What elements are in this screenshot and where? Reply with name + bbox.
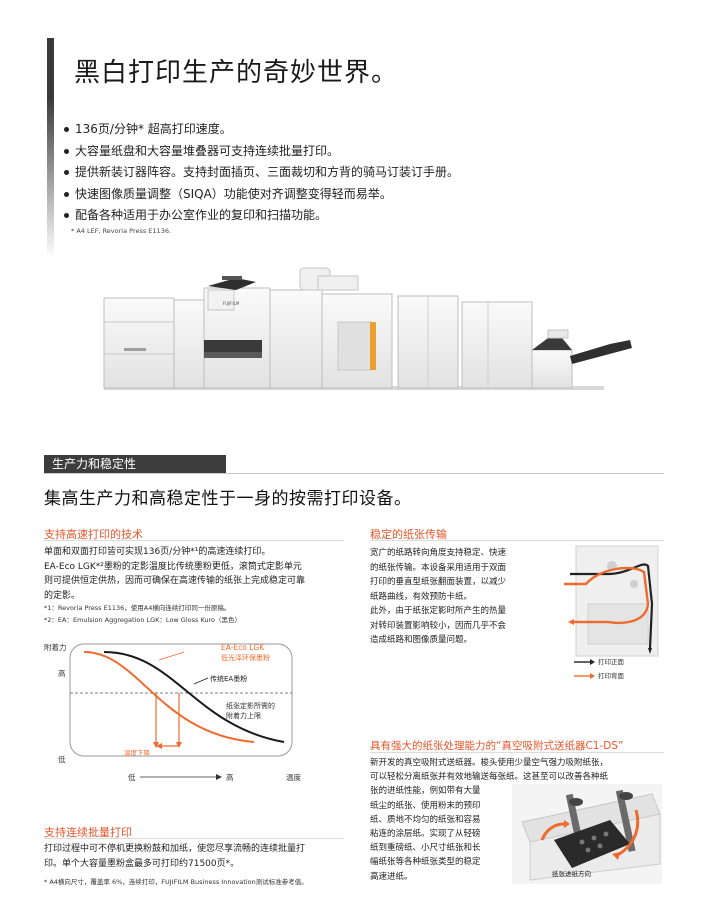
accent-bar [47, 38, 54, 98]
traditional-toner-curve [103, 651, 285, 743]
x-axis-label: 温度 [286, 772, 301, 782]
hero-footnote: * A4 LEF, Revoria Press E1136. [71, 227, 172, 235]
paper-divider [370, 540, 664, 541]
eco-name-label: EA-Eco LGK [221, 643, 265, 652]
section-headline: 集高生产力和高稳定性于一身的按需打印设备。 [44, 489, 412, 509]
legend-front-label: 打印正面 [598, 657, 625, 666]
back-print-path [564, 566, 650, 625]
tech-paragraph: 单面和双面打印皆可实现136页/分钟*¹的高速连续打印。 EA-Eco LGK*… [44, 547, 306, 601]
brand-label: FUJIFILM [223, 301, 240, 306]
feeder-heading: 具有强大的纸张处理能力的“真空吸附式送纸器C1-DS” [370, 740, 624, 752]
section-header-bar [44, 455, 226, 473]
legend-back-label: 打印背面 [598, 671, 625, 680]
batch-note: * A4横向尺寸，覆盖率 6%，连续打印，FUJIFILM Business I… [44, 878, 308, 886]
feature-item: 快速图像质量调整（SIQA）功能使对齐调整变得轻而易举。 [64, 184, 664, 206]
feature-item: 大容量纸盘和大容量堆叠器可支持连续批量打印。 [64, 141, 664, 163]
tech-notes: *1：Revoria Press E1136，使用A4横向连续打印同一份原稿。 … [44, 604, 242, 624]
batch-paragraph: 打印过程中可不停机更换粉鼓和加纸，使您尽享流畅的连续批量打 印。单个大容量墨粉盒… [44, 844, 306, 869]
bullet-icon [64, 213, 69, 218]
bullet-icon [64, 148, 69, 154]
vacuum-feeder-diagram: 纸张进纸方向 [512, 784, 662, 884]
printer-illustration: FUJIFILM [103, 267, 632, 390]
feeder-paragraph: 新开发的真空吸附式送纸器。梭头使用少量空气强力吸附纸张， 可以轻松分离纸张并有效… [370, 758, 609, 882]
section-label: 生产力和稳定性 [52, 457, 137, 471]
feed-direction-caption: 纸张进纸方向 [552, 869, 591, 878]
tech-divider [44, 540, 344, 541]
bullet-icon [64, 170, 69, 175]
chart-frame [69, 643, 293, 757]
limit-label-1: 纸张定影所需的 [226, 701, 275, 710]
drop-label: 温度下降 [124, 748, 151, 757]
paper-paragraph: 宽广的纸路转向角度支持稳定、快速 的纸张传输。本设备采用适用于双面 打印的垂直型… [370, 548, 507, 645]
feature-item: 提供新装订器阵容。支持封面插页、三面裁切和方背的骑马订装订手册。 [64, 162, 664, 184]
feature-item: 136页/分钟* 超高打印速度。 [64, 119, 664, 141]
batch-divider [44, 838, 344, 839]
tech-heading: 支持高速打印的技术 [44, 528, 143, 541]
airflow-arrow-right [615, 809, 640, 858]
feature-list: 136页/分钟* 超高打印速度。 大容量纸盘和大容量堆叠器可支持连续批量打印。 … [64, 119, 664, 227]
section-divider [44, 473, 664, 474]
feeder-divider [370, 752, 664, 753]
y-low-label: 低 [58, 754, 66, 764]
page-title: 黑白打印生产的奇妙世界。 [74, 58, 399, 88]
x-low-label: 低 [128, 772, 136, 782]
y-high-label: 高 [58, 668, 66, 678]
limit-label-2: 附着力上限 [226, 711, 261, 720]
vacuum-shuttle [554, 820, 630, 868]
feature-item: 配备各种适用于办公室作业的复印和扫描功能。 [64, 205, 664, 227]
paper-heading: 稳定的纸张传输 [370, 528, 447, 541]
eco-toner-curve [83, 651, 255, 743]
trad-name-label: 传统EA墨粉 [210, 674, 247, 683]
eco-desc-label: 低光泽环保墨粉 [221, 653, 270, 662]
batch-heading: 支持连续批量打印 [44, 826, 132, 839]
front-print-path [570, 563, 654, 649]
bullet-icon [64, 191, 69, 197]
airflow-arrow-left [540, 822, 565, 841]
x-high-label: 高 [226, 772, 234, 782]
adhesion-chart: 附着力 高 低 温度下降 EA-Eco LGK 低光泽环保墨粉 传统EA墨粉 纸… [44, 642, 301, 782]
paper-path-diagram: 打印正面 打印背面 [564, 545, 659, 680]
bullet-icon [64, 127, 69, 132]
accent-gradient [47, 98, 54, 258]
y-axis-label: 附着力 [44, 642, 67, 652]
